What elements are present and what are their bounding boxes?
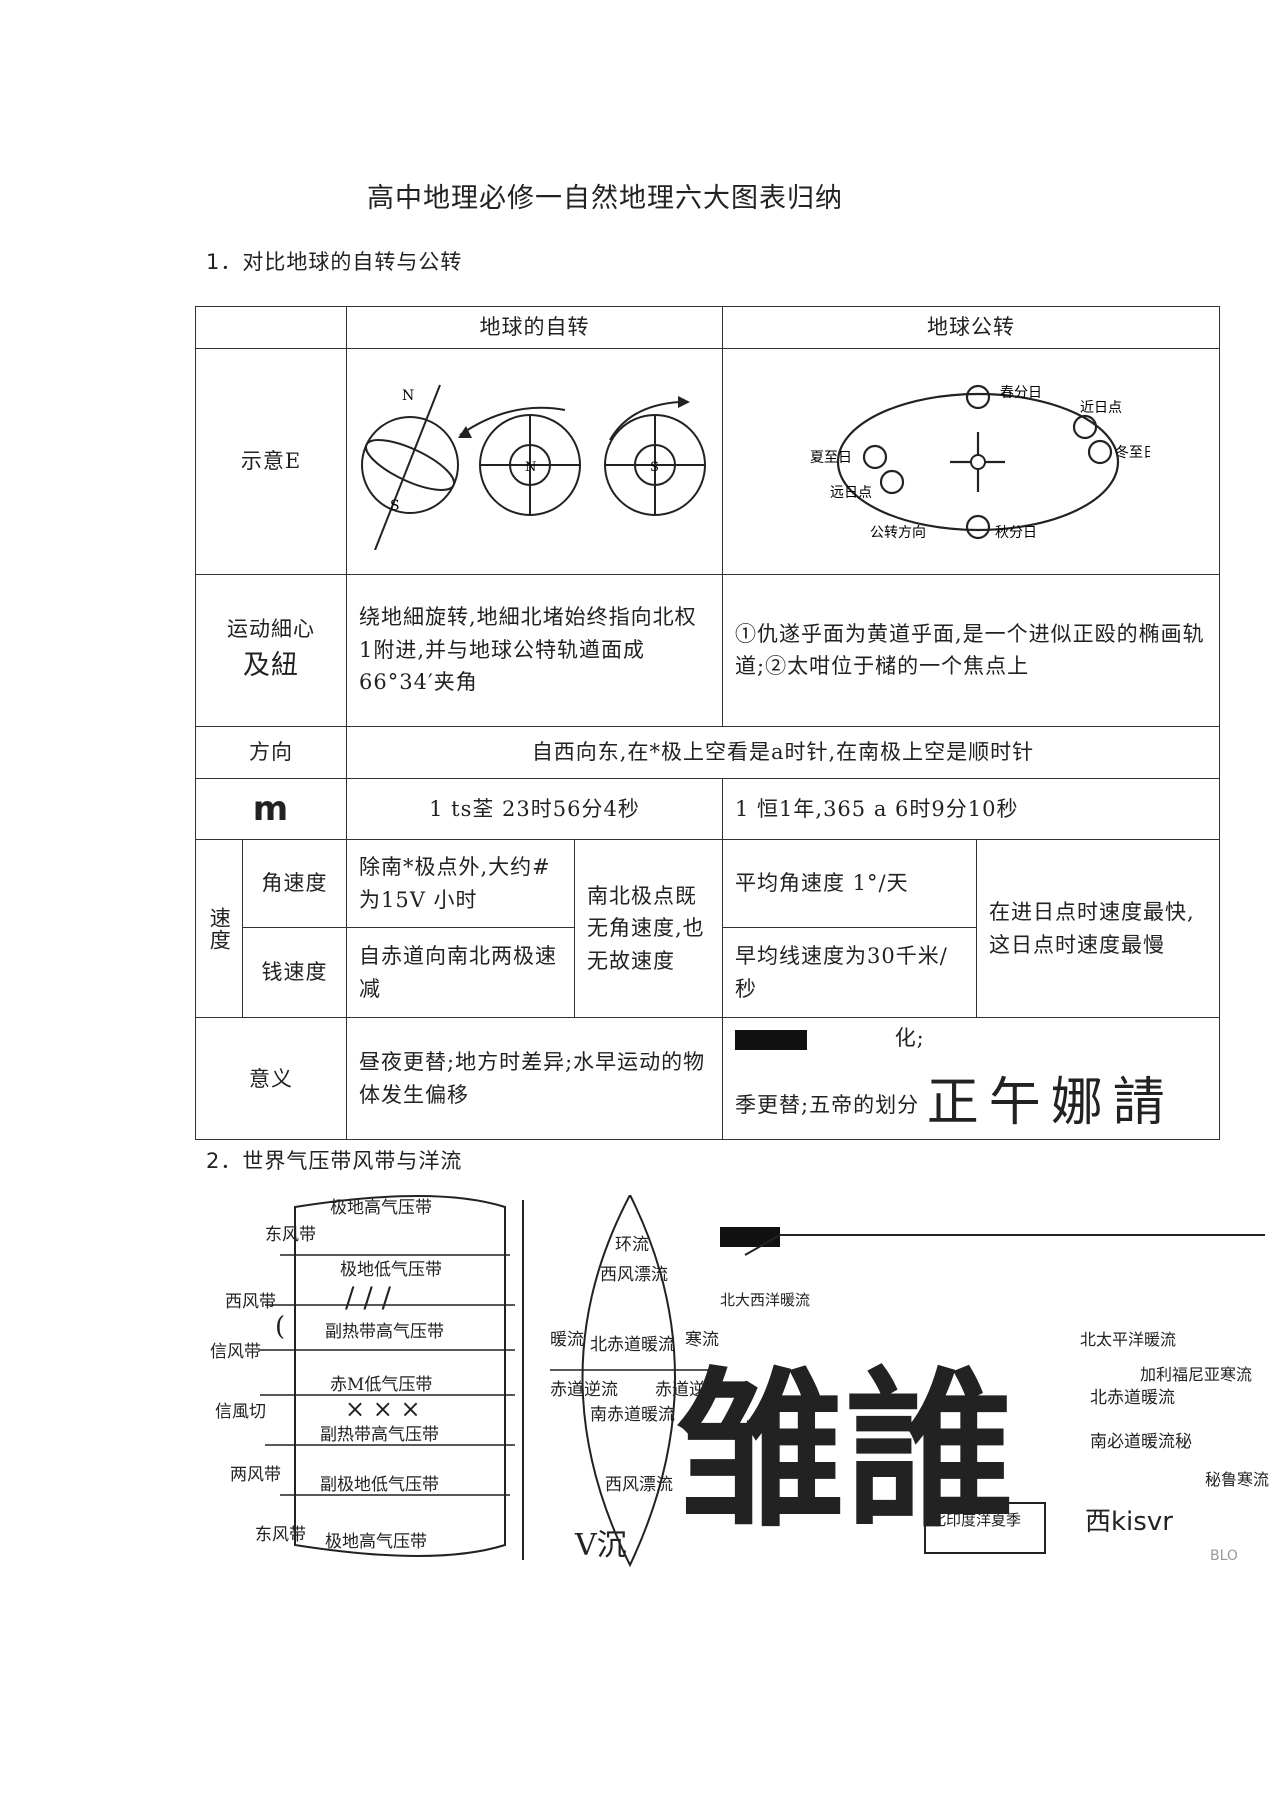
svg-text:秘鲁寒流: 秘鲁寒流: [1205, 1470, 1269, 1489]
redaction-bar: [735, 1029, 807, 1050]
svg-text:× × ×: × × ×: [345, 1395, 421, 1423]
svg-text:西风带: 西风带: [225, 1292, 276, 1312]
pole-note: 南北极点既无角速度,也无故速度: [574, 839, 723, 1019]
svg-text:北印度洋夏季: 北印度洋夏季: [931, 1511, 1021, 1529]
rotation-revolution-table: 地球的自转 地球公转 示意E 运动細心 及紐 绕地細旋转,地細北堵始终指向北权1…: [195, 306, 1220, 1141]
redaction-block: [720, 1227, 780, 1247]
globe-tilted: [361, 416, 459, 514]
row-label-period: m: [195, 777, 347, 841]
row-label-meaning: 意义: [195, 1017, 347, 1141]
svg-text:夏至日: 夏至日: [810, 450, 852, 466]
row-label-axis: 运动細心 及紐: [195, 573, 347, 727]
svg-text:(: (: [275, 1312, 285, 1342]
svg-text:暖流: 暖流: [550, 1330, 584, 1350]
svg-text:冬至日: 冬至日: [1115, 445, 1150, 461]
section-heading-1: 1．对比地球的自转与公转: [206, 250, 463, 274]
header-revolution: 地球公转: [722, 306, 1220, 349]
svg-text:东风带: 东风带: [255, 1525, 306, 1545]
orbit-ellipse: [836, 392, 1120, 532]
svg-text:赤道逆流: 赤道逆流: [655, 1380, 723, 1400]
svg-text:北赤道暖流: 北赤道暖流: [1090, 1388, 1175, 1408]
svg-text:BLO: BLO: [1210, 1548, 1238, 1564]
sun-icon: [970, 454, 986, 470]
direction-text: 自西向东,在*极上空看是a时针,在南极上空是顺时针: [346, 725, 1220, 779]
svg-text:赤M低气压带: 赤M低气压带: [330, 1375, 432, 1395]
angular-revolution: 平均角速度 1°/天: [722, 839, 977, 929]
svg-text:西kisvr: 西kisvr: [1085, 1507, 1173, 1537]
page-title: 高中地理必修一自然地理六大图表归纳: [367, 183, 843, 214]
svg-text:北大西洋暖流: 北大西洋暖流: [720, 1291, 810, 1309]
svg-text:信風切: 信風切: [215, 1402, 266, 1422]
svg-text:近日点: 近日点: [1080, 400, 1122, 416]
svg-text:北赤道暖流: 北赤道暖流: [590, 1335, 675, 1355]
svg-text:寒流: 寒流: [685, 1330, 719, 1350]
pressure-belts-currents-figure: 极地高气压带 极地低气压带 副热带高气压带 赤M低气压带 副热带高气压带 副极地…: [210, 1195, 1269, 1568]
svg-text:秋分日: 秋分日: [995, 525, 1037, 541]
svg-text:公转方向: 公转方向: [870, 525, 926, 541]
svg-text:西风漂流: 西风漂流: [600, 1265, 668, 1285]
svg-text:西风漂流: 西风漂流: [605, 1475, 673, 1495]
svg-text:极地高气压带: 极地高气压带: [330, 1198, 432, 1218]
svg-text:南赤道暖流: 南赤道暖流: [590, 1405, 675, 1425]
svg-text:北太平洋暖流: 北太平洋暖流: [1080, 1330, 1176, 1349]
header-empty: [195, 306, 347, 349]
meaning-rotation: 昼夜更替;地方时差异;水早运动的物体发生偏移: [346, 1017, 723, 1141]
header-rotation: 地球的自转: [346, 306, 723, 349]
svg-text:N: N: [402, 388, 414, 404]
svg-text:/ / /: / / /: [345, 1281, 392, 1314]
svg-text:副极地低气压带: 副极地低气压带: [320, 1475, 439, 1495]
linear-rotation: 自赤道向南北两极速减: [346, 927, 575, 1019]
row-label-diagram: 示意E: [195, 347, 347, 575]
row-label-angular: 角速度: [242, 839, 347, 929]
revolution-axis-text: ①仇遂乎面为黄道乎面,是一个进似正殴的椭画轨道;②太咁位于槠的一个焦点上: [722, 573, 1220, 727]
svg-text:赤道逆流: 赤道逆流: [550, 1380, 618, 1400]
svg-text:极地低气压带: 极地低气压带: [340, 1260, 442, 1280]
revolution-diagram: 春分日 近日点 冬至日 夏至日 远日点 秋分日 公转方向: [810, 384, 1150, 541]
row-label-linear: 钱速度: [242, 927, 347, 1019]
meaning-revolution: 化; 季更替;五帝的划分 正午娜請: [722, 1017, 1220, 1141]
svg-text:春分日: 春分日: [1000, 385, 1042, 401]
svg-text:极地高气压带: 极地高气压带: [325, 1532, 427, 1552]
rotation-period: 1 ts荃 23时56分4秒: [346, 777, 723, 841]
svg-text:N: N: [525, 460, 536, 475]
svg-text:S: S: [390, 498, 400, 514]
svg-text:副热带高气压带: 副热带高气压带: [320, 1425, 439, 1445]
linear-revolution: 早均线速度为30千米/秒: [722, 927, 977, 1019]
svg-text:副热带高气压带: 副热带高气压带: [325, 1322, 444, 1342]
svg-text:雏誰: 雏誰: [675, 1351, 1015, 1551]
svg-text:信风带: 信风带: [210, 1342, 261, 1362]
svg-text:加利福尼亚寒流: 加利福尼亚寒流: [1140, 1365, 1252, 1384]
row-label-direction: 方向: [195, 725, 347, 779]
rotation-axis-text: 绕地細旋转,地細北堵始终指向北权1附进,并与地球公特轨遒面成66°34′夹角: [346, 573, 723, 727]
svg-text:两风带: 两风带: [230, 1465, 281, 1485]
svg-text:南必道暖流秘: 南必道暖流秘: [1090, 1432, 1192, 1452]
svg-text:东风带: 东风带: [265, 1225, 316, 1245]
perihelion-note: 在进日点时速度最快,这日点时速度最慢: [976, 839, 1220, 1019]
svg-text:S: S: [650, 460, 659, 475]
svg-text:远日点: 远日点: [830, 485, 872, 501]
rotation-diagram-cell: [346, 347, 723, 575]
row-label-speed: 速度: [195, 839, 243, 1019]
svg-text:V沉: V沉: [574, 1528, 627, 1563]
svg-text:环流: 环流: [615, 1235, 649, 1255]
rotation-diagram: N S N S: [361, 384, 706, 550]
angular-rotation: 除南*极点外,大约#为15V 小时: [346, 839, 575, 929]
section-heading-2: 2．世界气压带风带与洋流: [206, 1149, 463, 1173]
revolution-period: 1 恒1年,365 a 6时9分10秒: [722, 777, 1220, 841]
